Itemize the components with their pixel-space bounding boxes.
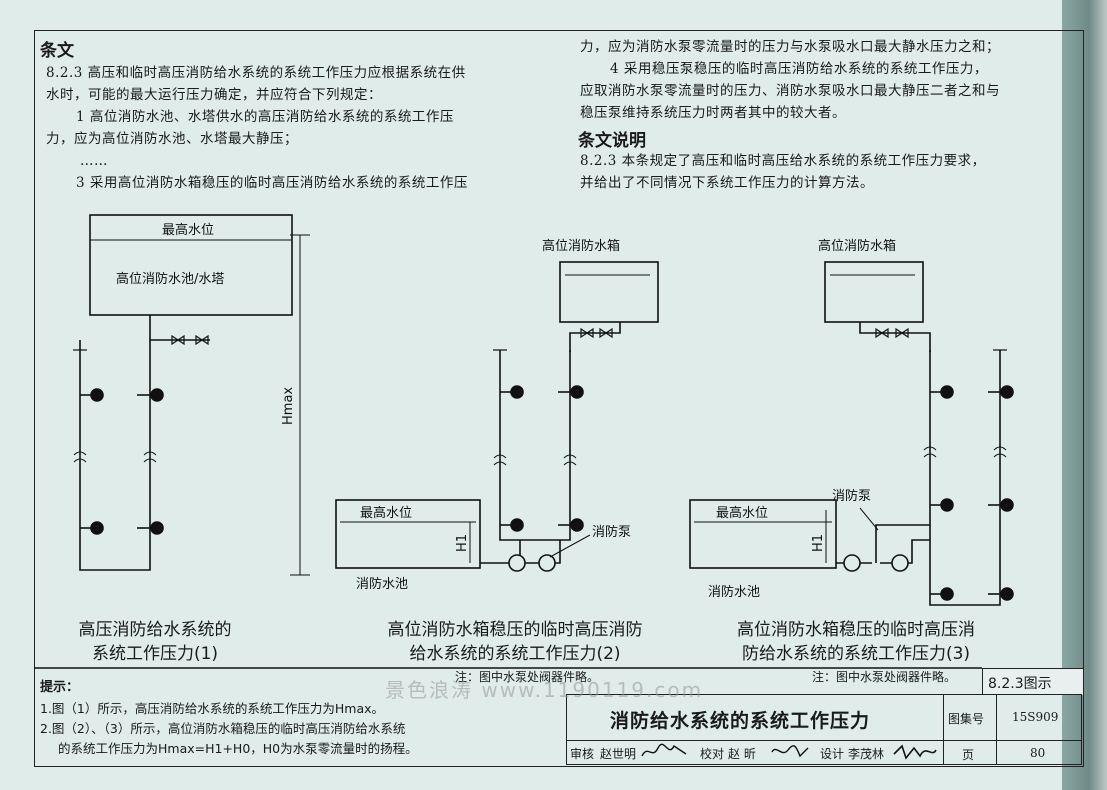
caption-1-line: 系统工作压力(1) xyxy=(91,644,219,664)
fire-hydrant-icon xyxy=(90,521,104,535)
clause-line: 3 采用高位消防水箱稳压的临时高压消防给水系统的系统工作压 xyxy=(76,175,468,191)
water-tower-tank xyxy=(89,214,293,316)
clause-line: 1 高位消防水池、水塔供水的高压消防给水系统的系统工作压 xyxy=(76,109,454,125)
tips-heading: 提示： xyxy=(40,680,80,695)
fire-hydrant-icon xyxy=(90,388,104,402)
d2-pump-label: 消防泵 xyxy=(592,524,631,540)
diagram-1 xyxy=(73,214,310,576)
designer-signature xyxy=(893,744,937,760)
d3-pump-label: 消防泵 xyxy=(832,488,871,504)
design-label: 设计 xyxy=(820,747,845,761)
caption-1-line: 高压消防给水系统的 xyxy=(78,620,232,640)
d1-tank-label: 高位消防水池/水塔 xyxy=(116,271,224,287)
d3-tank-label: 高位消防水箱 xyxy=(818,238,896,254)
tips-line: 的系统工作压力为Hmax=H1+H0，H0为水泵零流量时的扬程。 xyxy=(58,741,418,756)
clause-right-line: 4 采用稳压泵稳压的临时高压消防给水系统的系统工作压力， xyxy=(610,61,988,77)
design-name: 李茂林 xyxy=(848,747,885,761)
page-edge-shadow xyxy=(1062,0,1107,790)
explanation-heading: 条文说明 xyxy=(578,131,646,151)
tips-line: 1.图（1）所示，高压消防给水系统的系统工作压力为Hmax。 xyxy=(40,701,385,716)
clause-line: 8.2.3 高压和临时高压消防给水系统的系统工作压力应根据系统在供 xyxy=(46,65,466,81)
d2-tank-label: 高位消防水箱 xyxy=(542,238,620,254)
fire-pump-icon xyxy=(508,554,526,572)
drawing-title: 消防给水系统的系统工作压力 xyxy=(610,710,871,732)
fire-hydrant-icon xyxy=(940,498,954,512)
clause-right-line: 应取消防水泵零流量时的压力、消防水泵吸水口最大静压二者之和与 xyxy=(580,83,1000,99)
section-tag: 8.2.3图示 xyxy=(988,676,1052,692)
title-block-divider xyxy=(996,694,997,765)
caption-2: 高位消防水箱稳压的临时高压消防 给水系统的系统工作压力(2) xyxy=(360,618,670,666)
caption-2-line: 高位消防水箱稳压的临时高压消防 xyxy=(387,620,643,640)
d3-water-level: 最高水位 xyxy=(716,505,768,521)
fire-hydrant-icon xyxy=(940,587,954,601)
d1-top-label: 最高水位 xyxy=(162,222,214,238)
fire-hydrant-icon xyxy=(940,385,954,399)
note-3: 注：图中水泵处阀器件略。 xyxy=(812,670,957,684)
fire-hydrant-icon xyxy=(1000,498,1014,512)
clause-heading: 条文 xyxy=(40,41,74,61)
clause-line: 力，应为高位消防水池、水塔最大静压； xyxy=(46,131,298,147)
check-label: 校对 xyxy=(700,747,725,761)
fire-hydrant-icon xyxy=(510,385,524,399)
note-2: 注：图中水泵处阀器件略。 xyxy=(455,670,600,684)
checker-signature xyxy=(771,745,809,758)
clause-line: 水时，可能的最大运行压力确定，并应符合下列规定： xyxy=(46,87,382,103)
review-label: 审核 xyxy=(570,747,595,761)
clause-line: …… xyxy=(80,153,108,169)
elevated-tank xyxy=(559,261,659,323)
d3-dim-label: H1 xyxy=(811,534,826,552)
fire-hydrant-icon xyxy=(570,518,584,532)
fire-hydrant-icon xyxy=(150,388,164,402)
fire-hydrant-icon xyxy=(150,521,164,535)
drawing-frame xyxy=(34,30,1084,767)
d2-pool-label: 消防水池 xyxy=(356,576,408,592)
d3-pool-label: 消防水池 xyxy=(708,584,760,600)
fire-hydrant-icon xyxy=(510,518,524,532)
fire-pump-icon xyxy=(538,554,556,572)
section-tag-box xyxy=(982,668,1084,695)
fire-hydrant-icon xyxy=(1000,587,1014,601)
fire-pool xyxy=(335,499,481,569)
title-block-divider xyxy=(566,740,1082,741)
review-name: 赵世明 xyxy=(600,747,637,761)
watermark: 景色浪涛 www.1190119.com xyxy=(385,678,704,702)
clause-right-line: 稳压泵维持系统压力时两者其中的较大者。 xyxy=(580,105,846,121)
caption-2-line: 给水系统的系统工作压力(2) xyxy=(409,644,621,664)
page-number: 80 xyxy=(1030,746,1046,760)
fire-hydrant-icon xyxy=(1000,385,1014,399)
check-name: 赵 昕 xyxy=(728,747,756,761)
title-block xyxy=(566,694,1082,765)
explanation-line: 并给出了不同情况下系统工作压力的计算方法。 xyxy=(580,175,874,191)
atlas-label: 图集号 xyxy=(948,712,985,726)
explanation-line: 8.2.3 本条规定了高压和临时高压给水系统的系统工作压力要求， xyxy=(580,153,986,169)
fire-hydrant-icon xyxy=(570,385,584,399)
diagram-3 xyxy=(689,261,1007,606)
caption-1: 高压消防给水系统的 系统工作压力(1) xyxy=(60,618,250,666)
title-block-divider xyxy=(943,694,944,765)
page-label: 页 xyxy=(962,748,975,762)
d1-dim-label: Hmax xyxy=(281,387,296,425)
fire-pump-icon xyxy=(843,554,861,572)
fire-pool xyxy=(689,499,837,569)
tips-line: 2.图（2）、（3）所示，高位消防水箱稳压的临时高压消防给水系统 xyxy=(40,721,406,736)
atlas-number: 15S909 xyxy=(1012,710,1059,724)
caption-3: 高位消防水箱稳压的临时高压消 防给水系统的系统工作压力(3) xyxy=(706,618,1006,666)
reviewer-signature xyxy=(641,743,687,757)
elevated-tank xyxy=(824,261,924,323)
fire-pump-icon xyxy=(891,554,909,572)
d2-dim-label: H1 xyxy=(455,534,470,552)
caption-3-line: 高位消防水箱稳压的临时高压消 xyxy=(737,620,975,640)
d2-water-level: 最高水位 xyxy=(360,505,412,521)
clause-right-line: 力，应为消防水泵零流量时的压力与水泵吸水口最大静水压力之和； xyxy=(580,39,1000,55)
diagram-2 xyxy=(335,261,659,569)
caption-3-line: 防给水系统的系统工作压力(3) xyxy=(741,644,971,664)
